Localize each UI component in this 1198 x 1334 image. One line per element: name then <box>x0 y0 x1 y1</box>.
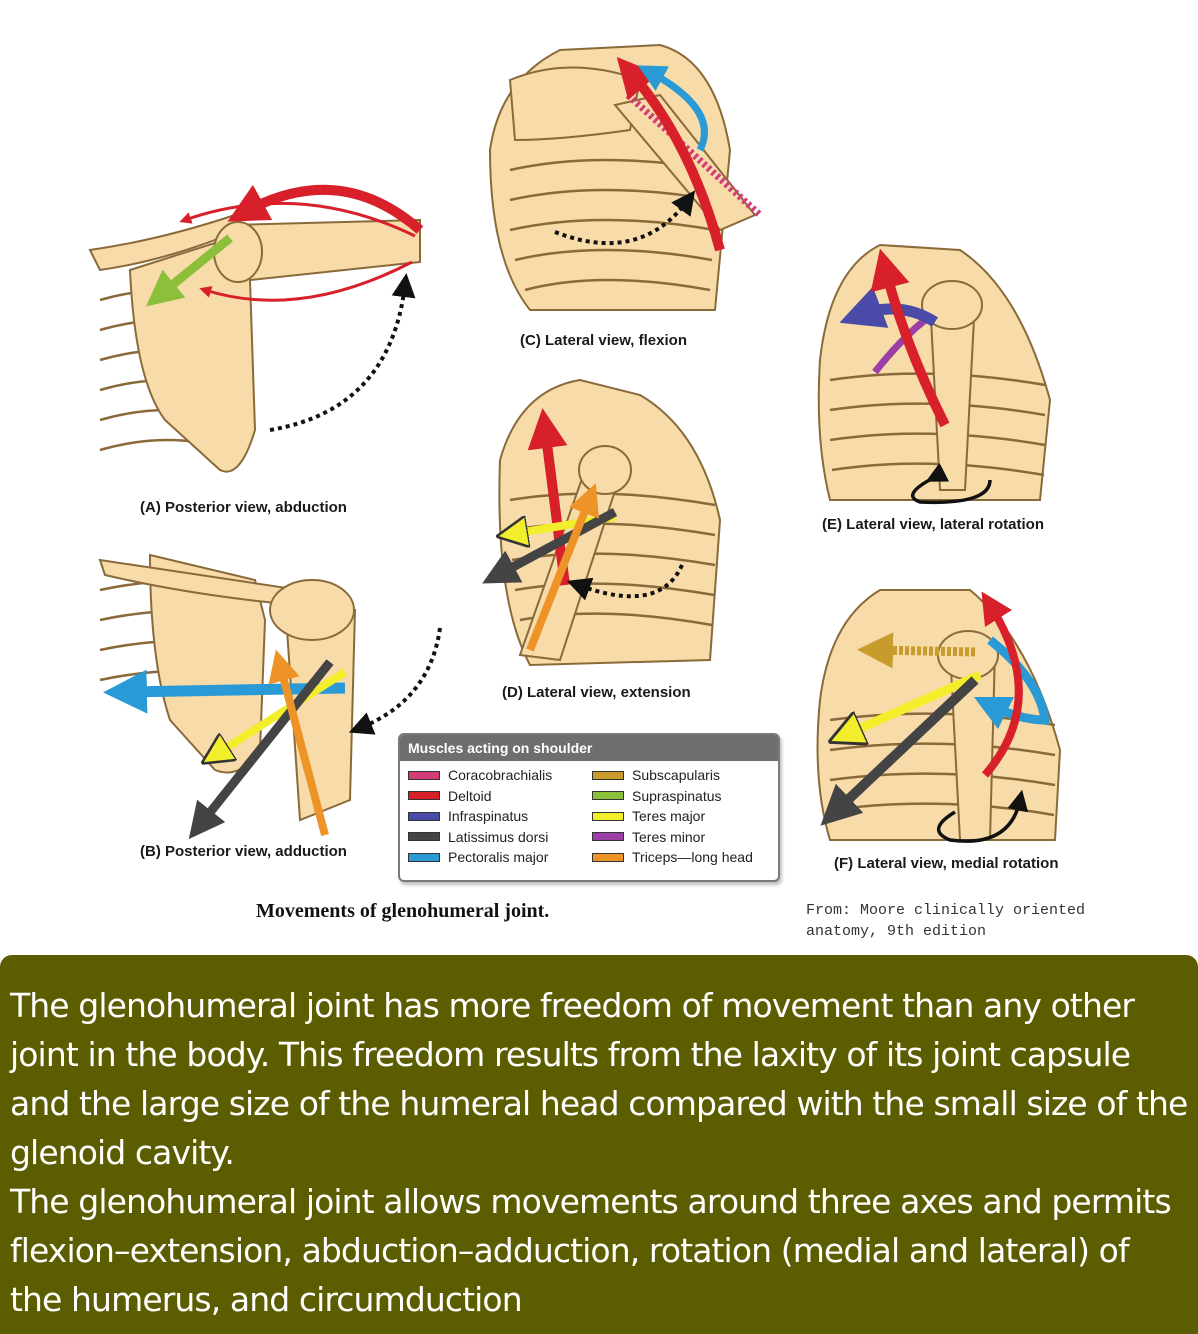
panel-f-caption: (F) Lateral view, medial rotation <box>834 855 1059 872</box>
legend-swatch <box>408 852 440 862</box>
legend-label: Pectoralis major <box>448 849 549 866</box>
legend-label: Triceps—long head <box>632 849 753 866</box>
glenohumeral-figure: (A) Posterior view, abduction (B) Poster… <box>88 43 1085 942</box>
panel-e-caption: (E) Lateral view, lateral rotation <box>822 516 1045 533</box>
panel-b-caption: (B) Posterior view, adduction <box>140 843 347 860</box>
panel-e-illustration <box>817 243 1052 505</box>
legend-label: Coracobrachialis <box>448 767 553 784</box>
anatomy-illustrations <box>88 43 1062 843</box>
legend-swatch <box>592 770 624 780</box>
legend-label: Deltoid <box>448 787 492 804</box>
muscle-legend: Muscles acting on shoulder Coracobrachia… <box>398 733 780 882</box>
legend-item: Supraspinatus <box>592 786 772 807</box>
figure-title: Movements of glenohumeral joint. <box>256 900 550 922</box>
panel-d-illustration <box>482 378 722 667</box>
legend-label: Latissimus dorsi <box>448 828 549 845</box>
legend-item: Triceps—long head <box>592 847 772 868</box>
legend-item: Pectoralis major <box>408 847 588 868</box>
panel-d-caption: (D) Lateral view, extension <box>502 684 691 701</box>
panel-c-illustration <box>488 43 763 311</box>
legend-item: Latissimus dorsi <box>408 827 588 848</box>
legend-item: Deltoid <box>408 786 588 807</box>
legend-swatch <box>408 811 440 821</box>
legend-item: Coracobrachialis <box>408 765 588 786</box>
panel-a-caption: (A) Posterior view, abduction <box>140 499 347 516</box>
description-panel: The glenohumeral joint has more freedom … <box>0 955 1198 1334</box>
legend-item: Teres minor <box>592 827 772 848</box>
panel-a-illustration <box>88 184 424 473</box>
legend-swatch <box>592 832 624 842</box>
legend-title: Muscles acting on shoulder <box>400 735 778 761</box>
panel-b-illustration <box>98 553 442 840</box>
legend-swatch <box>408 770 440 780</box>
legend-swatch <box>592 852 624 862</box>
legend-item: Infraspinatus <box>408 806 588 827</box>
legend-swatch <box>408 832 440 842</box>
legend-swatch <box>592 811 624 821</box>
legend-item: Teres major <box>592 806 772 827</box>
source-note-line-1: From: Moore clinically oriented <box>806 902 1086 919</box>
legend-label: Teres major <box>632 808 706 825</box>
legend-label: Subscapularis <box>632 767 720 784</box>
legend-swatch <box>408 791 440 801</box>
legend-label: Supraspinatus <box>632 787 722 804</box>
panel-f-illustration <box>816 589 1062 843</box>
legend-label: Infraspinatus <box>448 808 529 825</box>
legend-swatch <box>592 791 624 801</box>
legend-label: Teres minor <box>632 828 706 845</box>
legend-item: Subscapularis <box>592 765 772 786</box>
description-paragraph-1: The glenohumeral joint has more freedom … <box>10 986 1188 1172</box>
description-paragraph-2: The glenohumeral joint allows movements … <box>10 1182 1172 1319</box>
source-note-line-2: anatomy, 9th edition <box>806 923 987 940</box>
source-note: From: Moore clinically oriented anatomy,… <box>806 900 1085 942</box>
panel-c-caption: (C) Lateral view, flexion <box>520 332 687 349</box>
